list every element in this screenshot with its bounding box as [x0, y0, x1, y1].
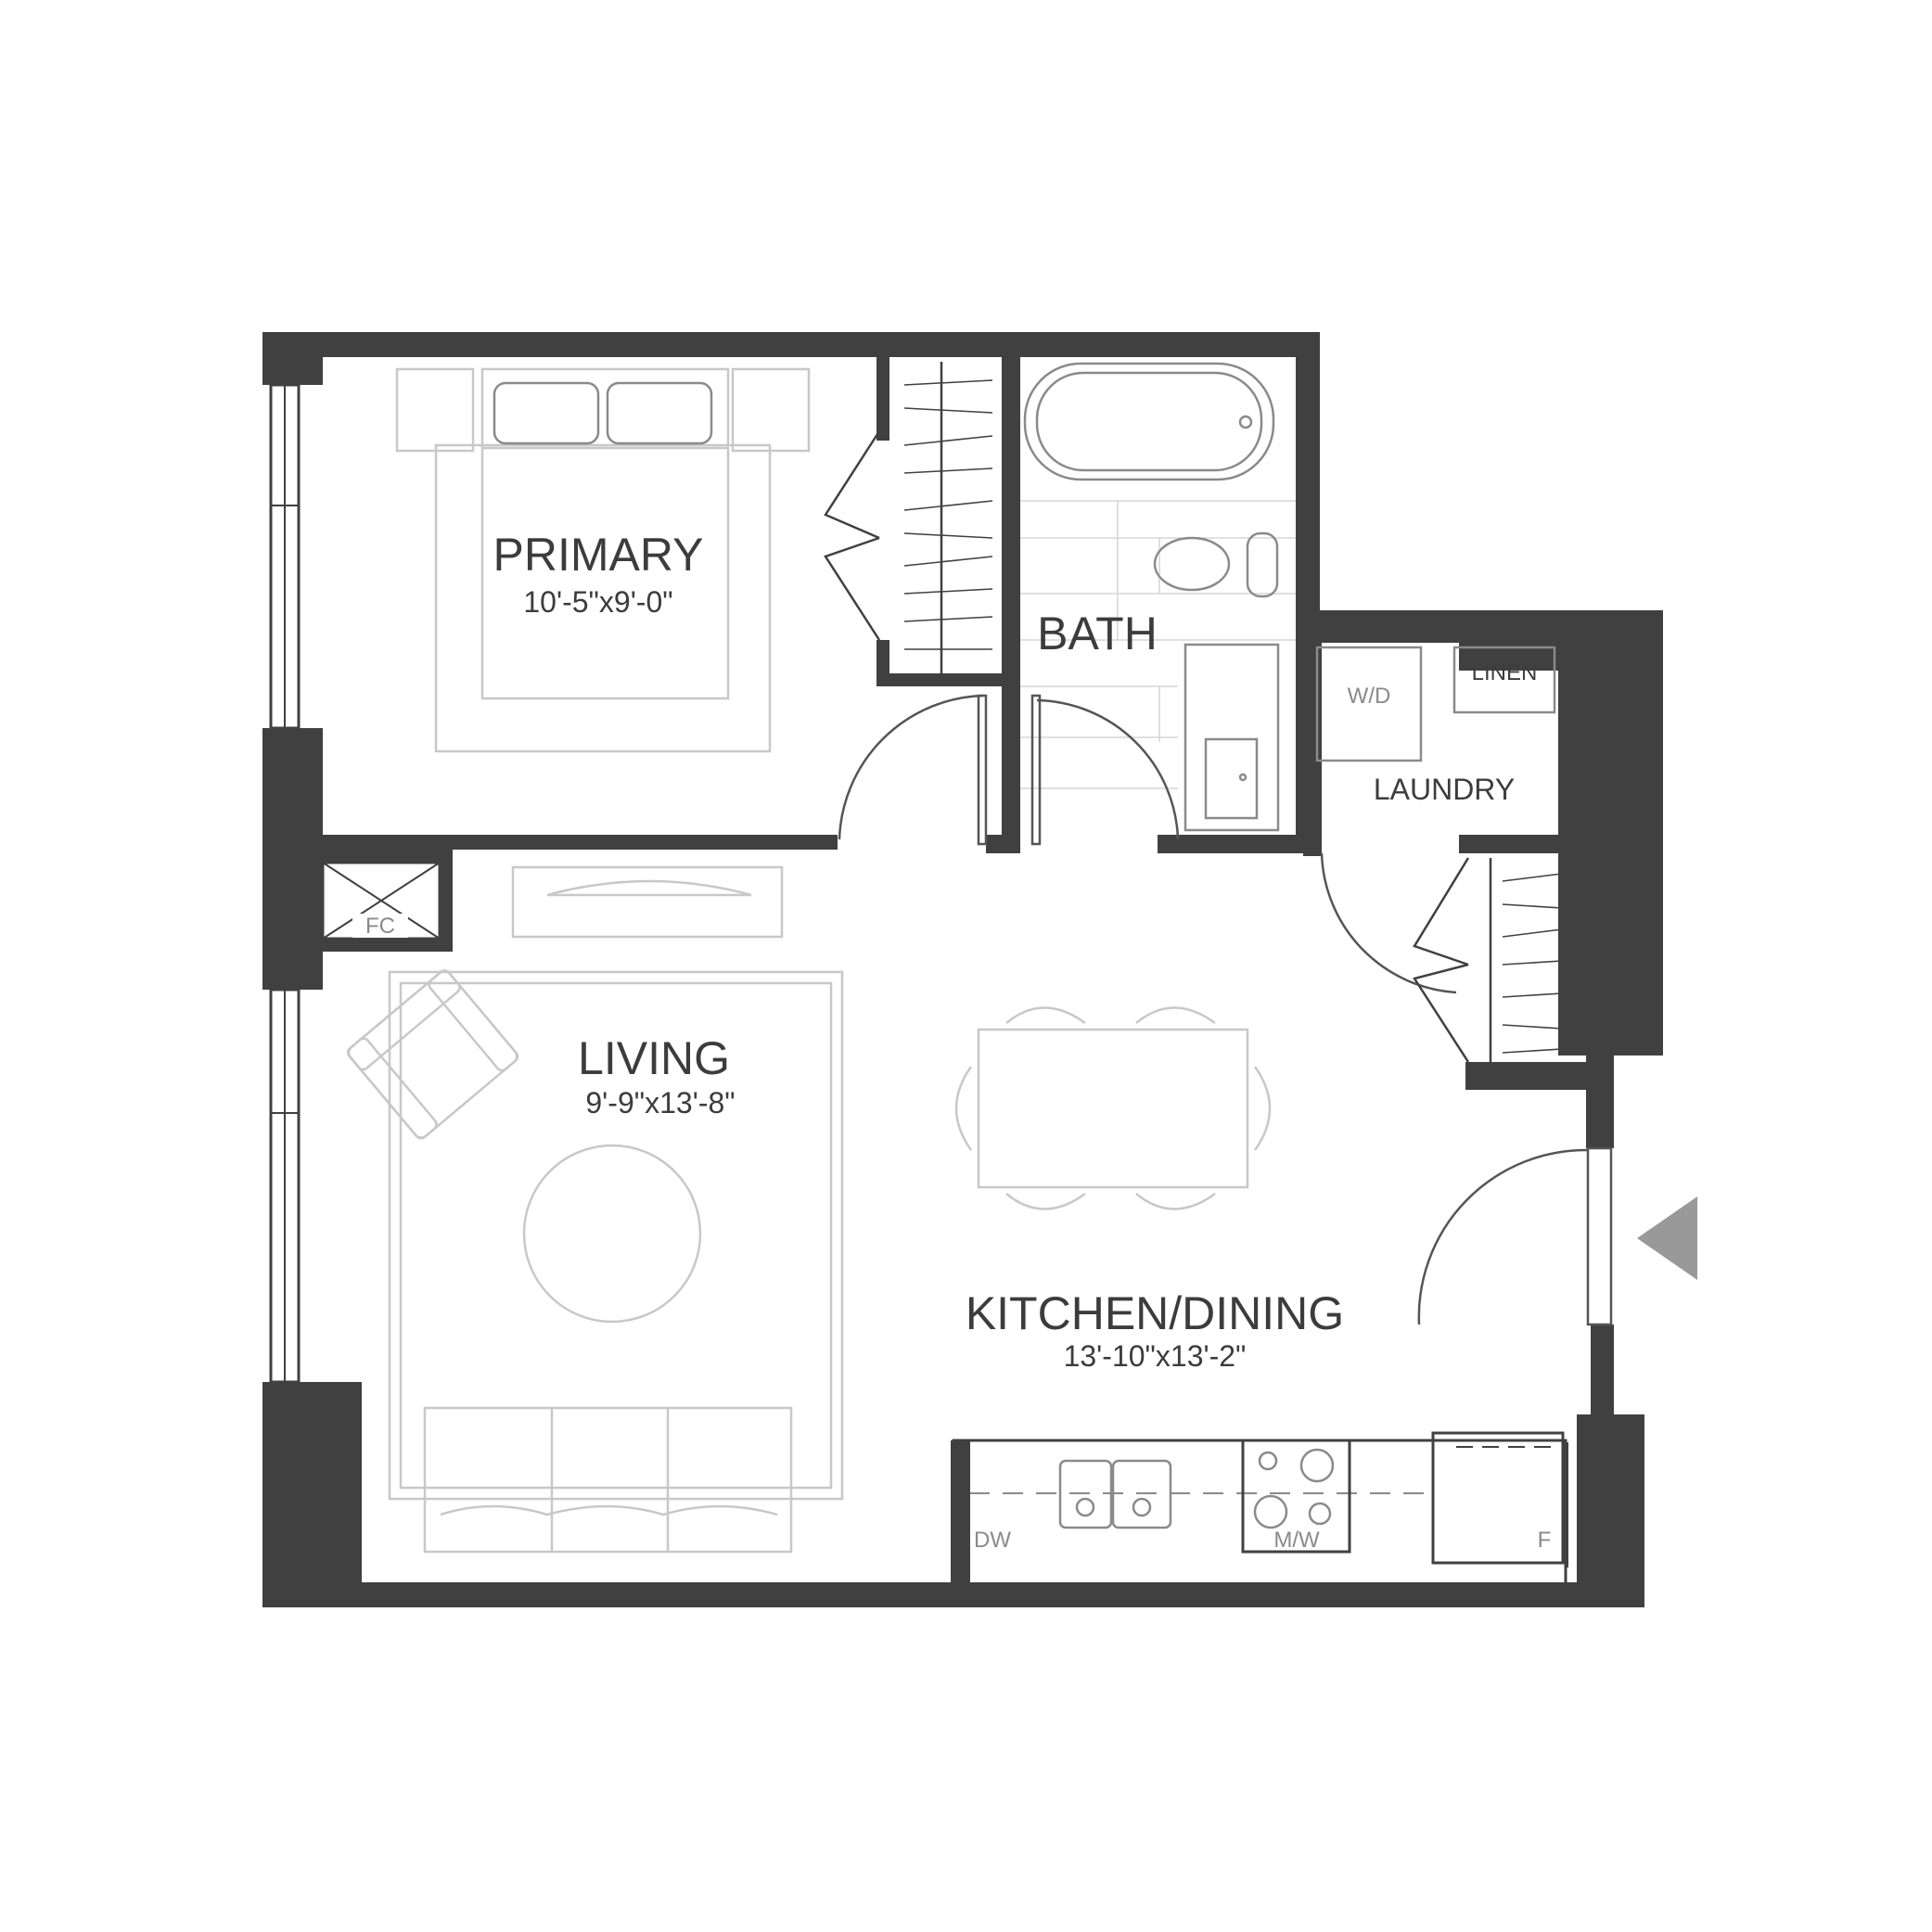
- coffee-table: [522, 1144, 702, 1324]
- bath-room-label: BATH: [1037, 608, 1158, 659]
- hall-closet: [1413, 857, 1578, 1063]
- cooktop: [1241, 1439, 1351, 1554]
- armchair: [347, 969, 519, 1140]
- fan-coil: [321, 861, 441, 940]
- living-room-label: LIVING: [578, 1032, 730, 1084]
- fridge-label: F: [1538, 1528, 1552, 1553]
- primary-closet: [824, 362, 993, 675]
- bed: [395, 367, 811, 753]
- toilet: [1153, 531, 1279, 598]
- bath-tiles: [1020, 500, 1296, 789]
- laundry-room-label: LAUNDRY: [1374, 773, 1515, 806]
- dining-table: [954, 1006, 1272, 1210]
- primary-room-dimensions: 10'-5"x9'-0": [523, 585, 672, 619]
- fan-coil-label: FC: [365, 914, 395, 939]
- bathtub: [1023, 362, 1275, 481]
- entry-door: [1417, 1146, 1613, 1326]
- kitchen-sink: [1058, 1459, 1172, 1529]
- washer-dryer-label: W/D: [1348, 684, 1391, 709]
- linen-label: LINEN: [1472, 660, 1538, 685]
- living-room-dimensions: 9'-9"x13'-8": [585, 1086, 735, 1120]
- laundry-door: [1320, 852, 1457, 994]
- washer-dryer: [1315, 646, 1423, 762]
- rug: [388, 970, 844, 1501]
- windows: [269, 383, 301, 1384]
- entry-marker: [1637, 1196, 1697, 1280]
- dishwasher-label: DW: [974, 1528, 1011, 1553]
- microwave-label: M/W: [1273, 1528, 1320, 1553]
- kitchen-dining-room-label: KITCHEN/DINING: [966, 1287, 1344, 1339]
- walls: [262, 332, 1663, 1607]
- primary-room-label: PRIMARY: [493, 529, 704, 581]
- bath-door: [1030, 694, 1180, 846]
- tv-console: [511, 865, 784, 939]
- fridge: [1431, 1431, 1568, 1567]
- vanity: [1184, 643, 1280, 832]
- kitchen-dining-room-dimensions: 13'-10"x13'-2": [1064, 1339, 1247, 1373]
- sofa: [423, 1406, 793, 1554]
- primary-door: [838, 694, 988, 846]
- linen-closet: [1452, 646, 1556, 714]
